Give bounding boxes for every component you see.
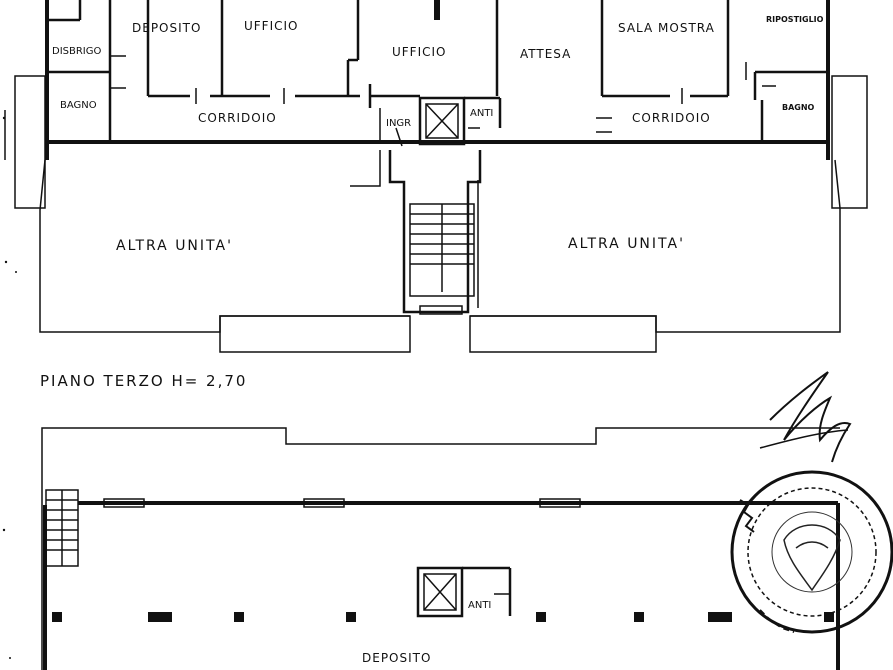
- label-deposito: DEPOSITO: [362, 651, 431, 665]
- columns-row: [52, 612, 834, 622]
- scan-speck: [4, 260, 8, 264]
- label-sala-mostra: SALA MOSTRA: [618, 21, 715, 35]
- lift-car: [425, 103, 459, 139]
- stair-landing: [419, 305, 463, 315]
- lift-shaft-lower: [416, 566, 464, 618]
- label-deposito: DEPOSITO: [132, 21, 201, 35]
- window: [303, 498, 345, 508]
- label-bagno: BAGNO: [60, 100, 97, 111]
- label-ripostiglio: RIPOSTIGLIO: [766, 15, 824, 24]
- label-disbrigo: DISBRIGO: [52, 46, 102, 57]
- label-anti: ANTI: [470, 108, 493, 119]
- label-ufficio: UFFICIO: [244, 19, 299, 33]
- lower-plan: [41, 427, 840, 670]
- label-bagno: BAGNO: [782, 103, 815, 112]
- label-altra-unita: ALTRA UNITA': [568, 236, 685, 252]
- column: [434, 0, 440, 20]
- scan-speck: [2, 116, 6, 120]
- scan-speck: [9, 657, 11, 659]
- window: [103, 498, 145, 508]
- label-altra-unita: ALTRA UNITA': [116, 238, 233, 254]
- upper-plan: [4, 0, 868, 353]
- stair-treads-lower: [46, 490, 78, 566]
- lift-cross: [425, 103, 459, 139]
- scan-speck: [15, 271, 17, 273]
- balcony-right: [469, 315, 657, 353]
- stair-core: [388, 150, 482, 314]
- label-corridoio: CORRIDOIO: [198, 111, 277, 125]
- label-anti: ANTI: [468, 600, 491, 611]
- label-corridoio: CORRIDOIO: [632, 111, 711, 125]
- lift-shaft: [418, 96, 466, 146]
- window: [539, 498, 581, 508]
- official-stamp: [730, 470, 893, 634]
- balcony-left: [219, 315, 411, 353]
- side-bay-left: [14, 75, 46, 209]
- wall: [350, 150, 381, 187]
- floor-heading: PIANO TERZO H= 2,70: [40, 372, 247, 390]
- side-bay-right: [831, 75, 868, 209]
- lift-cross: [423, 573, 457, 611]
- label-ufficio: UFFICIO: [392, 45, 447, 59]
- outline: [41, 427, 840, 670]
- label-attesa: ATTESA: [520, 47, 571, 61]
- signature: [759, 371, 852, 463]
- door-mark: [395, 127, 403, 147]
- scan-speck: [2, 528, 6, 532]
- label-ingresso: INGR: [386, 118, 411, 129]
- stair-treads: [410, 213, 474, 265]
- lift-car: [423, 573, 457, 611]
